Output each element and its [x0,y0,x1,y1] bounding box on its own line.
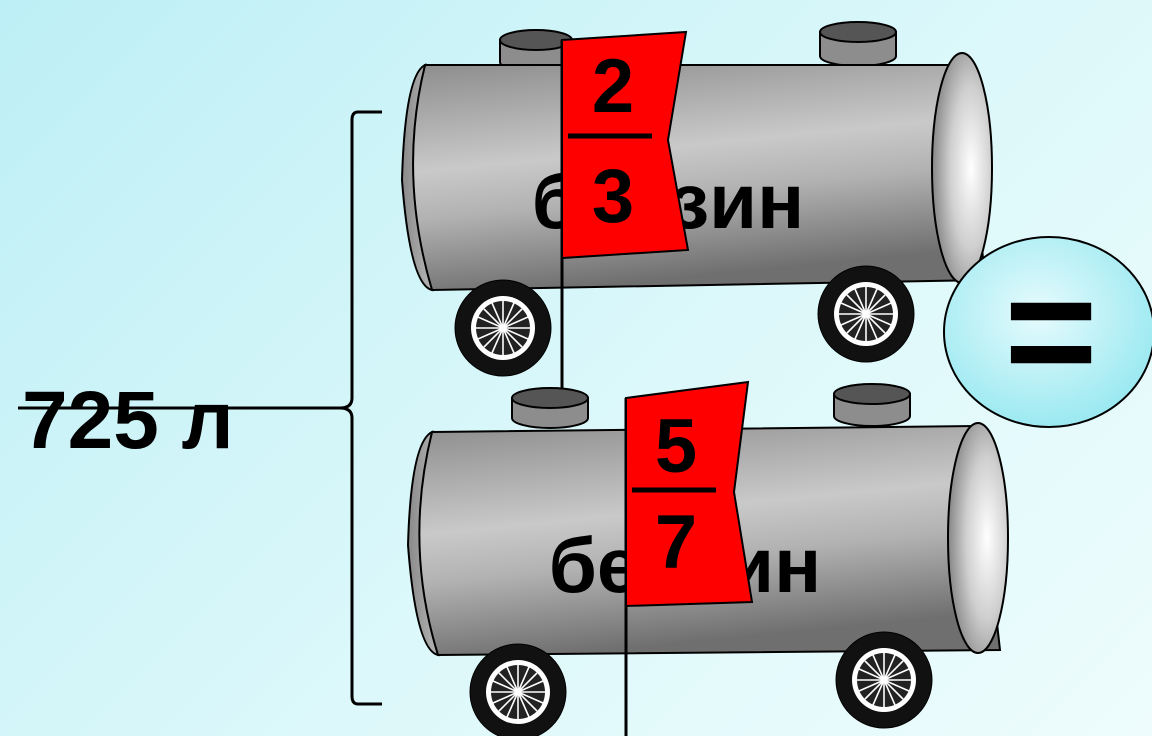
hatch-left [499,29,573,73]
fraction-numerator: 5 [655,404,697,489]
tank-car-bottom: бензин 5 7 [406,380,1009,736]
fraction-numerator: 2 [592,44,634,129]
flag-cloth [561,30,690,260]
tank-right-end [947,422,1009,654]
total-volume-label: 725 л [22,375,234,466]
hatch-right [819,21,897,67]
wheel [469,643,567,736]
fraction-denominator: 7 [655,500,697,585]
hatch-left [511,387,589,429]
fraction-flag: 5 7 [624,380,754,736]
wheel [835,631,933,729]
fraction-denominator: 3 [592,154,634,239]
equals-sign: = [1004,241,1097,420]
tank-left-end [406,430,440,657]
curly-brace [339,110,382,706]
tank-left-end [400,63,434,292]
flag-cloth [625,380,754,608]
tank-car-top: бензин 2 3 [400,21,993,390]
wheel [454,279,552,377]
equals-bubble: = [943,236,1152,428]
wheel [817,265,915,363]
fraction-flag: 2 3 [560,30,690,390]
tank-right-end [931,52,993,284]
hatch-right [833,383,911,427]
